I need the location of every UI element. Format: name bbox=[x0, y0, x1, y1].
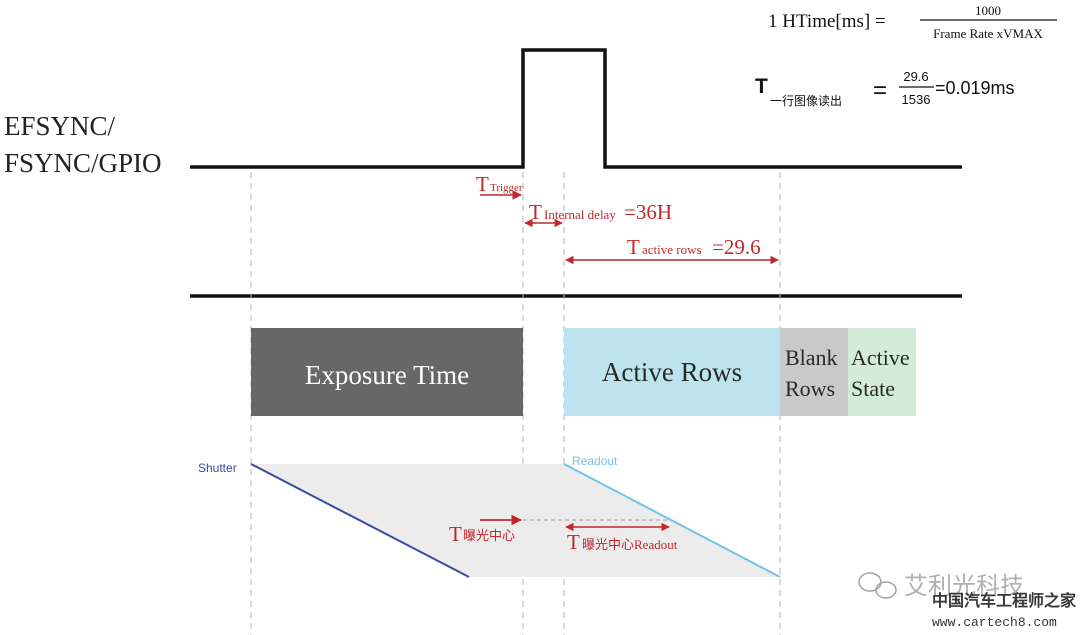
htime-numerator: 1000 bbox=[975, 3, 1001, 18]
active-rows-value: =29.6 bbox=[712, 235, 761, 259]
active-rows-block bbox=[564, 328, 780, 416]
exposure-time-label: Exposure Time bbox=[305, 360, 469, 390]
watermark-site-cn: 中国汽车工程师之家 bbox=[932, 591, 1077, 610]
blank-rows-label-line2: Rows bbox=[785, 376, 835, 401]
row-readout-formula: T 一行图像读出 = 29.6 1536 =0.019ms bbox=[755, 69, 1015, 108]
shutter-label: Shutter bbox=[198, 461, 237, 475]
exposure-center-readout-subscript: 曝光中心Readout bbox=[582, 537, 678, 552]
rolling-shutter-diagram: Shutter Readout T 曝光中心 T 曝光中心Readout bbox=[198, 454, 781, 578]
htime-formula: 1 HTime[ms] = 1000 Frame Rate xVMAX bbox=[768, 3, 1057, 41]
trigger-annotation: T Trigger bbox=[476, 172, 523, 200]
signal-label-line1: EFSYNC/ bbox=[4, 111, 116, 141]
watermark: 艾利光科技 中国汽车工程师之家 www.cartech8.com bbox=[858, 572, 1077, 630]
active-rows-label: Active Rows bbox=[602, 357, 742, 387]
t-row-subscript: 一行图像读出 bbox=[770, 94, 842, 108]
readout-line bbox=[563, 463, 781, 578]
blank-rows-label-line1: Blank bbox=[785, 345, 838, 370]
active-state-label-line1: Active bbox=[851, 345, 910, 370]
t-row-numerator: 29.6 bbox=[903, 69, 928, 84]
trigger-subscript: Trigger bbox=[490, 182, 523, 194]
exposure-center-subscript: 曝光中心 bbox=[463, 528, 515, 543]
active-state-block bbox=[848, 328, 916, 416]
fsync-pulse-waveform bbox=[190, 48, 962, 169]
internal-delay-subscript: Internal delay bbox=[544, 207, 616, 222]
signal-label-line2: FSYNC/GPIO bbox=[4, 148, 162, 178]
readout-label: Readout bbox=[572, 454, 618, 468]
trigger-T: T bbox=[476, 172, 489, 196]
exposure-center-T: T bbox=[449, 522, 462, 546]
t-row-equals: = bbox=[873, 77, 887, 104]
watermark-brand: 艾利光科技 bbox=[904, 573, 1024, 600]
wechat-icon bbox=[858, 572, 897, 599]
htime-denominator: Frame Rate xVMAX bbox=[933, 26, 1043, 41]
internal-delay-value: =36H bbox=[624, 200, 672, 224]
htime-lhs: 1 HTime[ms] = bbox=[768, 11, 886, 32]
active-state-label-line2: State bbox=[851, 376, 895, 401]
shutter-line bbox=[250, 463, 470, 578]
t-row-denominator: 1536 bbox=[902, 92, 931, 107]
blank-rows-block bbox=[780, 328, 848, 416]
internal-delay-T: T bbox=[529, 200, 542, 224]
exposure-time-block bbox=[251, 328, 523, 416]
t-row-result: =0.019ms bbox=[935, 78, 1015, 98]
active-rows-T: T bbox=[627, 235, 640, 259]
active-rows-subscript: active rows bbox=[642, 242, 702, 257]
watermark-site-url: www.cartech8.com bbox=[932, 615, 1057, 630]
phase-blocks: Exposure Time Active Rows Blank Rows Act… bbox=[251, 328, 916, 416]
active-rows-annotation: T active rows =29.6 bbox=[565, 235, 779, 265]
t-row-symbol: T bbox=[755, 75, 768, 98]
exposure-center-readout-T: T bbox=[567, 530, 580, 554]
internal-delay-annotation: T Internal delay =36H bbox=[524, 200, 672, 228]
